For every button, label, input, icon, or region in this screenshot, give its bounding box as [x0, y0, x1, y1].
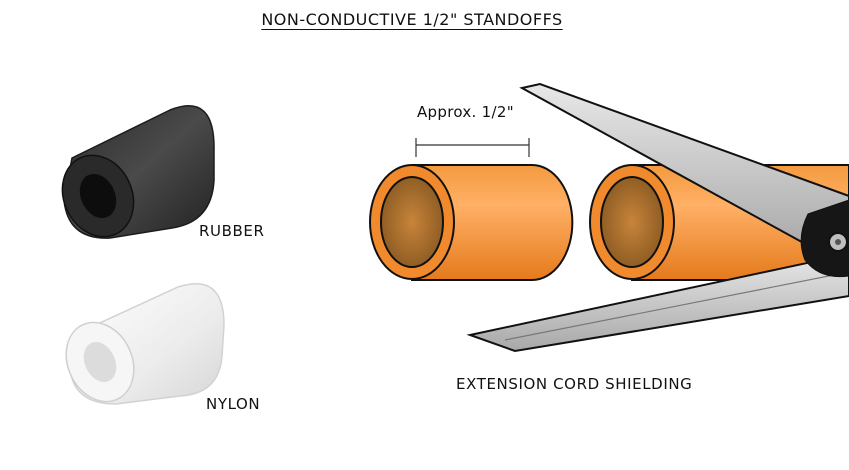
measure-label: Approx. 1/2" — [417, 103, 514, 121]
cut-tube-segment-icon — [369, 164, 574, 281]
rubber-label: RUBBER — [199, 222, 265, 240]
nylon-standoff-icon — [65, 282, 225, 405]
measure-bracket — [415, 138, 530, 157]
nylon-label: NYLON — [206, 395, 261, 413]
cord-shielding-label: EXTENSION CORD SHIELDING — [456, 375, 693, 393]
scissors-icon — [466, 82, 849, 353]
diagram-title: NON-CONDUCTIVE 1/2" STANDOFFS — [261, 10, 563, 29]
rubber-standoff-icon — [61, 105, 215, 239]
